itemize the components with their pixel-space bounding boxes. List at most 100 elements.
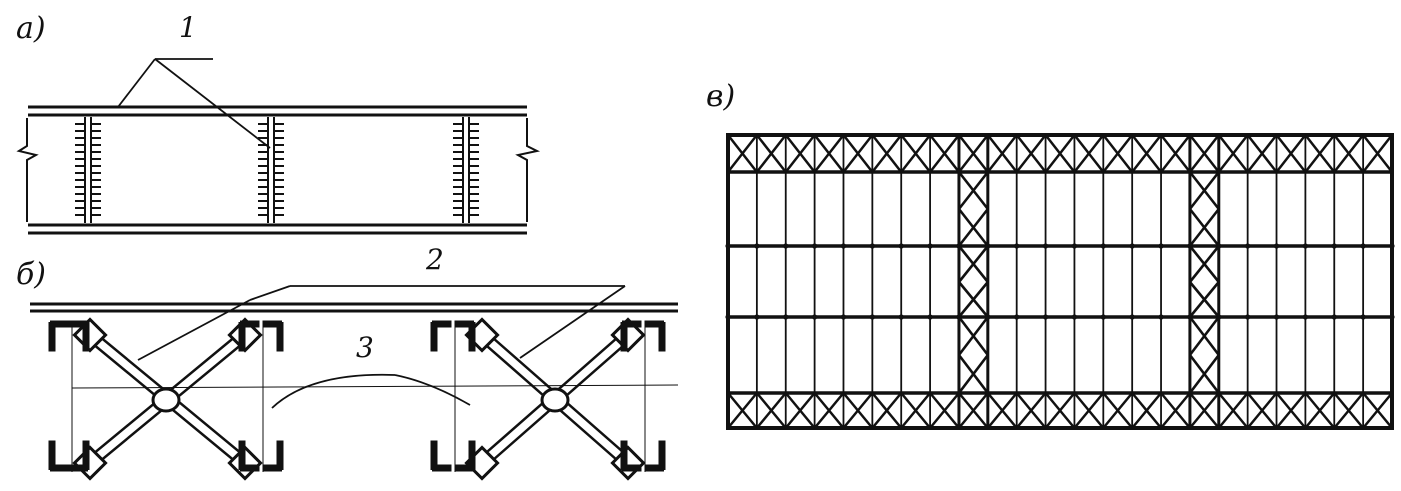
band-diagonal xyxy=(957,134,989,173)
band-diagonal xyxy=(842,134,874,173)
plan-node xyxy=(1158,243,1164,249)
band-diagonal xyxy=(957,392,989,429)
plan-node xyxy=(1389,243,1395,249)
band-diagonal xyxy=(1217,134,1249,173)
plan-node xyxy=(1273,243,1280,249)
view-a-elevation xyxy=(16,58,541,235)
center-node xyxy=(540,387,570,413)
view-v-label: в) xyxy=(706,79,736,114)
plan-node xyxy=(783,243,789,249)
stiffener xyxy=(75,117,101,223)
plan-grid xyxy=(725,134,1395,429)
band-diagonal xyxy=(986,134,1018,173)
plan-node xyxy=(1071,243,1078,249)
bay-diagonal xyxy=(1188,208,1220,247)
plan-node xyxy=(927,314,933,320)
band-diagonal xyxy=(1102,392,1134,429)
band-diagonal xyxy=(929,392,960,429)
band-diagonal xyxy=(784,134,816,173)
angle-profile xyxy=(48,320,70,352)
band-diagonal xyxy=(1188,392,1220,429)
angle-profile xyxy=(262,440,284,472)
plan-node xyxy=(840,243,847,249)
band-diagonal xyxy=(1160,392,1191,429)
band-diagonal xyxy=(871,134,903,173)
plan-node xyxy=(754,314,760,320)
top-flange xyxy=(28,105,527,117)
band-diagonal xyxy=(1160,134,1191,173)
band-diagonal xyxy=(929,134,960,173)
bottom-flange xyxy=(28,223,527,235)
band-diagonal xyxy=(1217,392,1249,429)
view-v-plan xyxy=(725,133,1395,430)
plan-node xyxy=(1100,314,1106,320)
plan-node xyxy=(1360,243,1366,249)
band-diagonal xyxy=(813,134,845,173)
band-diagonal xyxy=(1044,134,1076,173)
bay-diagonal xyxy=(1188,354,1220,394)
band-diagonal xyxy=(1073,134,1105,173)
plan-node xyxy=(1331,243,1337,249)
leader-lines-2-3 xyxy=(137,285,626,409)
band-diagonal xyxy=(1246,392,1278,429)
band-diagonal xyxy=(1275,392,1307,429)
plan-node xyxy=(1042,314,1049,320)
stiffener xyxy=(258,117,284,223)
stiffener xyxy=(453,117,479,223)
plan-node xyxy=(869,314,875,320)
band-diagonal xyxy=(813,392,845,429)
band-diagonal xyxy=(1362,134,1393,173)
band-diagonal xyxy=(1275,134,1307,173)
band-diagonal xyxy=(842,392,874,429)
leader-lines-1 xyxy=(117,58,271,149)
plan-node xyxy=(725,243,731,249)
callout-2: 2 xyxy=(426,243,444,276)
plan-node xyxy=(1245,314,1251,320)
bay-diagonal xyxy=(1188,245,1220,283)
cross-bracing xyxy=(72,317,646,481)
plan-node xyxy=(725,314,731,320)
plan-node xyxy=(1302,243,1308,249)
angle-profile xyxy=(262,320,284,352)
plan-node xyxy=(1014,314,1020,320)
bay-diagonal xyxy=(957,316,989,356)
break-line-left xyxy=(16,118,39,222)
plan-node xyxy=(898,243,904,249)
angle-profile xyxy=(644,320,666,352)
band-diagonal xyxy=(1333,134,1365,173)
band-diagonal xyxy=(755,392,787,429)
plan-node xyxy=(840,314,847,320)
bay-diagonal xyxy=(1188,316,1220,356)
band-diagonal xyxy=(1073,392,1105,429)
band-diagonal xyxy=(1188,134,1220,173)
band-diagonal xyxy=(1131,392,1163,429)
bay-diagonal xyxy=(1188,281,1220,318)
bay-diagonal xyxy=(957,171,989,210)
plan-node xyxy=(1360,314,1366,320)
callout-3: 3 xyxy=(356,331,374,364)
band-diagonal xyxy=(784,392,816,429)
plan-node xyxy=(1273,314,1280,320)
angle-profile xyxy=(48,440,70,472)
plan-node xyxy=(927,243,933,249)
band-diagonal xyxy=(1304,134,1336,173)
plan-node xyxy=(1129,243,1135,249)
plan-node xyxy=(1331,314,1337,320)
plan-node xyxy=(1071,314,1078,320)
band-diagonal xyxy=(1015,392,1047,429)
band-diagonal xyxy=(755,134,787,173)
plan-node xyxy=(898,314,904,320)
bay-diagonal xyxy=(957,208,989,247)
plan-node xyxy=(1302,314,1308,320)
band-diagonal xyxy=(1333,392,1365,429)
bay-diagonal xyxy=(957,354,989,394)
plan-node xyxy=(869,243,875,249)
angle-profile xyxy=(430,320,452,352)
angle-profile xyxy=(430,440,452,472)
plan-node xyxy=(1129,314,1135,320)
plan-node xyxy=(1100,243,1106,249)
band-diagonal xyxy=(1015,134,1047,173)
band-diagonal xyxy=(727,134,758,173)
plan-node xyxy=(754,243,760,249)
band-diagonal xyxy=(727,392,758,429)
